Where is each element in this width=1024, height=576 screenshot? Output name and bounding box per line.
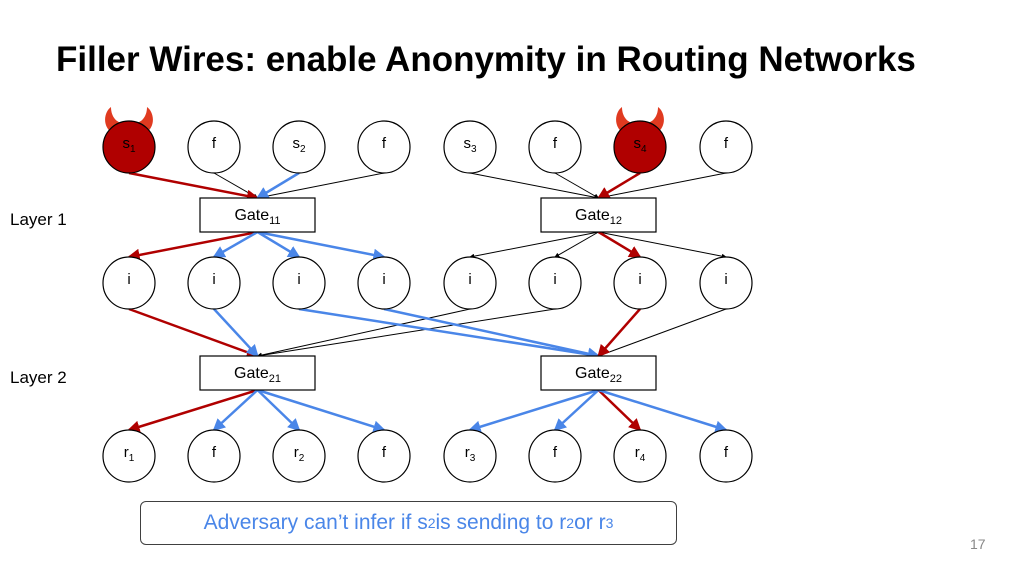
senders-node-2 (272, 120, 326, 174)
senders-node-1 (187, 120, 241, 174)
receivers-node-label-5: f (553, 444, 558, 461)
wire-i2-gate22 (298, 307, 601, 361)
receivers-node-1 (187, 429, 241, 483)
gate-box-21 (199, 355, 316, 391)
wire-gate21-r0 (127, 388, 258, 433)
wire-gate21-r2 (256, 389, 301, 432)
senders-node-label-3: f (382, 135, 387, 152)
wire-i3-gate22 (383, 307, 601, 360)
receivers-node-7 (699, 429, 753, 483)
receivers-node-0 (102, 429, 156, 483)
caption-text-3: or r (574, 511, 606, 534)
receivers-node-label-2: r2 (294, 444, 305, 464)
gate-label-12: Gate12 (575, 207, 622, 227)
wire-gate12-i5 (554, 231, 599, 258)
wire-s6-gate12 (596, 171, 641, 200)
wire-i6-gate22 (597, 308, 641, 358)
senders-node-4 (443, 120, 497, 174)
intermediate-node-1 (187, 256, 241, 310)
senders-node-0 (102, 120, 156, 174)
wire-gate21-r1 (212, 389, 259, 432)
receivers-node-label-4: r3 (465, 444, 476, 464)
senders-node-7 (699, 120, 753, 174)
gate-label-11: Gate11 (234, 207, 280, 227)
receivers-node-label-6: r4 (635, 444, 646, 464)
senders-node-label-4: s3 (463, 135, 477, 155)
senders-node-3 (357, 120, 411, 174)
gate-label-21: Gate21 (234, 365, 281, 385)
wire-i5-gate21 (256, 308, 556, 358)
intermediate-node-0 (102, 256, 156, 310)
wire-gate12-i6 (597, 230, 642, 259)
senders-node-label-5: f (553, 135, 558, 152)
receivers-node-label-7: f (724, 444, 729, 461)
intermediate-node-5 (528, 256, 582, 310)
intermediate-node-2 (272, 256, 326, 310)
wire-gate11-i0 (127, 230, 258, 262)
gate-box-12 (540, 197, 657, 233)
intermediate-node-label-3: i (382, 271, 385, 288)
senders-node-label-1: f (212, 135, 217, 152)
wire-i4-gate21 (256, 308, 471, 358)
wire-gate12-i7 (598, 231, 727, 259)
layer-1-label: Layer 1 (10, 210, 67, 229)
caption-sub-2: 2 (566, 515, 575, 531)
wire-gate12-i4 (469, 231, 599, 259)
senders-node-5 (528, 120, 582, 174)
receivers-node-3 (357, 429, 411, 483)
receivers-node-label-1: f (212, 444, 217, 461)
wire-s0-gate11 (128, 171, 260, 203)
slide-title: Filler Wires: enable Anonymity in Routin… (56, 40, 916, 79)
senders-node-label-2: s2 (292, 135, 306, 155)
wire-gate22-r5 (553, 389, 600, 432)
intermediate-node-4 (443, 256, 497, 310)
caption-text-2: is sending to r (435, 511, 567, 534)
layer-2-label: Layer 2 (10, 368, 67, 387)
receivers-node-label-0: r1 (124, 444, 135, 464)
intermediate-node-label-4: i (468, 271, 471, 288)
senders-node-label-6: s4 (633, 135, 647, 155)
senders-node-label-7: f (724, 135, 729, 152)
intermediate-node-label-7: i (724, 271, 727, 288)
wire-gate21-r3 (257, 388, 386, 433)
wire-gate11-i3 (257, 230, 386, 262)
wire-s4-gate12 (469, 172, 600, 200)
intermediate-node-3 (357, 256, 411, 310)
wire-s3-gate11 (256, 172, 385, 200)
wire-gate22-r4 (468, 388, 599, 433)
wire-gate11-i1 (212, 230, 259, 259)
receivers-node-label-3: f (382, 444, 387, 461)
gate-box-22 (540, 355, 657, 391)
wire-i1-gate21 (213, 308, 259, 358)
senders-node-label-0: s1 (122, 135, 136, 155)
wire-gate11-i2 (256, 230, 301, 259)
wire-i0-gate21 (128, 307, 260, 359)
intermediate-node-label-2: i (297, 271, 300, 288)
caption-sub-3: 3 (605, 515, 614, 531)
intermediate-node-label-0: i (127, 271, 130, 288)
wire-i7-gate22 (597, 308, 727, 357)
intermediate-node-label-6: i (638, 271, 641, 288)
wire-s2-gate11 (255, 171, 300, 200)
intermediate-node-6 (613, 256, 667, 310)
caption-text-1: Adversary can’t infer if s (203, 511, 428, 534)
receivers-node-2 (272, 429, 326, 483)
receivers-node-6 (613, 429, 667, 483)
page-number: 17 (970, 536, 986, 552)
intermediate-node-label-1: i (212, 271, 215, 288)
wire-s7-gate12 (597, 172, 727, 200)
gate-label-22: Gate22 (575, 365, 622, 385)
senders-node-6 (613, 120, 667, 174)
wire-gate22-r6 (597, 389, 642, 432)
receivers-node-4 (443, 429, 497, 483)
caption-sub-1: 2 (427, 515, 436, 531)
receivers-node-5 (528, 429, 582, 483)
gate-box-11 (199, 197, 316, 233)
wire-gate22-r7 (598, 388, 728, 433)
intermediate-node-label-5: i (553, 271, 556, 288)
wire-s5-gate12 (554, 172, 600, 199)
intermediate-node-7 (699, 256, 753, 310)
